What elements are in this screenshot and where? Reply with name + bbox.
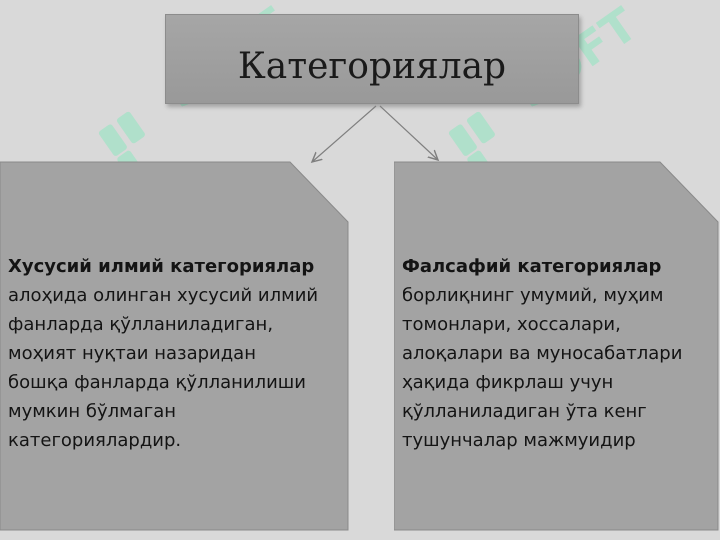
panel-line: моҳият нуқтаи назаридан (8, 343, 256, 364)
panel-line: категориялардир. (8, 430, 182, 451)
panel-line: ҳақида фикрлаш учун (402, 372, 614, 393)
panel-line: бошқа фанларда қўлланилиши (8, 372, 306, 393)
panel-line: томонлари, хоссалари, (402, 314, 621, 335)
panel-line: алоҳида олинган хусусий илмий (8, 285, 319, 306)
panel-text: Хусусий илмий категориялар алоҳида олинг… (8, 252, 344, 455)
panel-line: қўлланиладиган ўта кенг (402, 401, 647, 422)
panel-shape (0, 161, 349, 531)
panel-line: борлиқнинг умумий, муҳим (402, 285, 664, 306)
panel-line: мумкин бўлмаган (8, 401, 176, 422)
arrow-to-right-panel (379, 105, 438, 160)
panel-text: Фалсафий категориялар борлиқнинг умумий,… (402, 252, 720, 455)
panel-line: фанларда қўлланиладиган, (8, 314, 274, 335)
panel-philosophical-categories: Фалсафий категориялар борлиқнинг умумий,… (394, 160, 720, 532)
panel-heading: Фалсафий категориялар (402, 256, 662, 277)
panel-line: тушунчалар мажмуидир (402, 430, 636, 451)
arrow-to-left-panel (312, 105, 377, 162)
panel-shape (394, 161, 719, 531)
panel-specific-categories: Хусусий илмий категориялар алоҳида олинг… (0, 160, 350, 532)
panel-line: алоқалари ва муносабатлари (402, 343, 683, 364)
diagram-title: Категориялар (237, 46, 507, 87)
panel-heading: Хусусий илмий категориялар (8, 256, 315, 277)
title-box: Категориялар (165, 14, 579, 104)
